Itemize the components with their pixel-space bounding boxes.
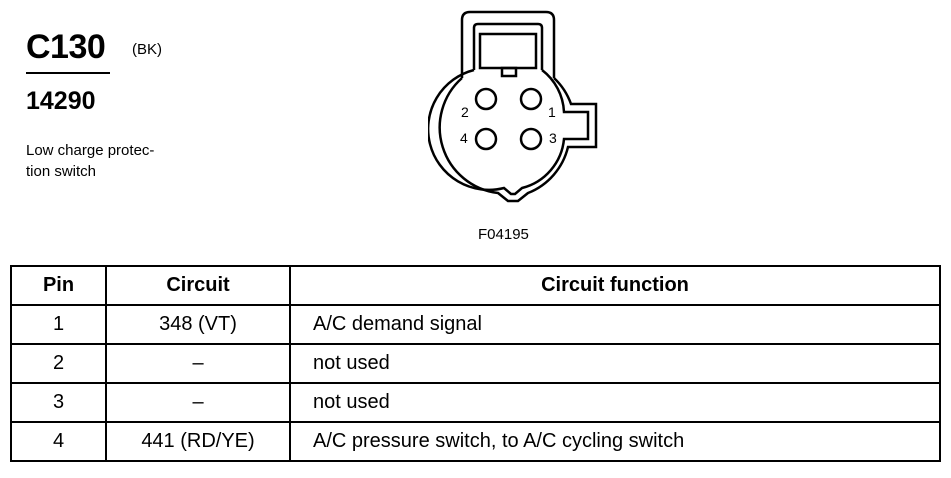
table-row: 2 – not used bbox=[10, 343, 941, 384]
function-cell: A/C pressure switch, to A/C cycling swit… bbox=[289, 421, 941, 462]
pin-4 bbox=[474, 127, 498, 151]
pin-label-4: 4 bbox=[460, 130, 468, 146]
circuit-cell: 348 (VT) bbox=[105, 304, 291, 345]
description-line-2: tion switch bbox=[26, 163, 97, 180]
pin-2 bbox=[474, 87, 498, 111]
pin-cell: 4 bbox=[10, 421, 107, 462]
function-cell: not used bbox=[289, 382, 941, 423]
connector-description: Low charge protec- tion switch bbox=[26, 140, 196, 182]
header-pin: Pin bbox=[10, 265, 107, 306]
latch-outer bbox=[460, 10, 556, 78]
pin-cell: 2 bbox=[10, 343, 107, 384]
table-row: 1 348 (VT) A/C demand signal bbox=[10, 304, 941, 345]
pin-label-2: 2 bbox=[461, 104, 469, 120]
pin-cell: 1 bbox=[10, 304, 107, 345]
figure-label: F04195 bbox=[478, 226, 529, 243]
function-cell: A/C demand signal bbox=[289, 304, 941, 345]
table-row: 3 – not used bbox=[10, 382, 941, 423]
header-circuit-function: Circuit function bbox=[289, 265, 941, 306]
part-number: 14290 bbox=[26, 87, 96, 115]
pin-label-1: 1 bbox=[548, 104, 556, 120]
pin-1 bbox=[519, 87, 543, 111]
latch-tab bbox=[500, 66, 518, 78]
description-line-1: Low charge protec- bbox=[26, 142, 155, 159]
circuit-cell: – bbox=[105, 343, 291, 384]
pin-cell: 3 bbox=[10, 382, 107, 423]
pin-table: Pin Circuit Circuit function 1 348 (VT) … bbox=[10, 265, 941, 462]
pin-3 bbox=[519, 127, 543, 151]
connector-body-outer bbox=[438, 77, 598, 203]
connector-color: (BK) bbox=[132, 41, 162, 58]
pin-label-3: 3 bbox=[549, 130, 557, 146]
circuit-cell: – bbox=[105, 382, 291, 423]
connector-face-diagram: 1 2 3 4 bbox=[428, 10, 598, 203]
title-underline bbox=[26, 72, 110, 74]
function-cell: not used bbox=[289, 343, 941, 384]
latch-inner bbox=[472, 22, 544, 70]
table-row: 4 441 (RD/YE) A/C pressure switch, to A/… bbox=[10, 421, 941, 462]
connector-id: C130 bbox=[26, 28, 106, 66]
connector-body-inner bbox=[428, 68, 590, 196]
latch-window bbox=[478, 32, 538, 70]
header-circuit: Circuit bbox=[105, 265, 291, 306]
circuit-cell: 441 (RD/YE) bbox=[105, 421, 291, 462]
table-header-row: Pin Circuit Circuit function bbox=[10, 265, 941, 306]
